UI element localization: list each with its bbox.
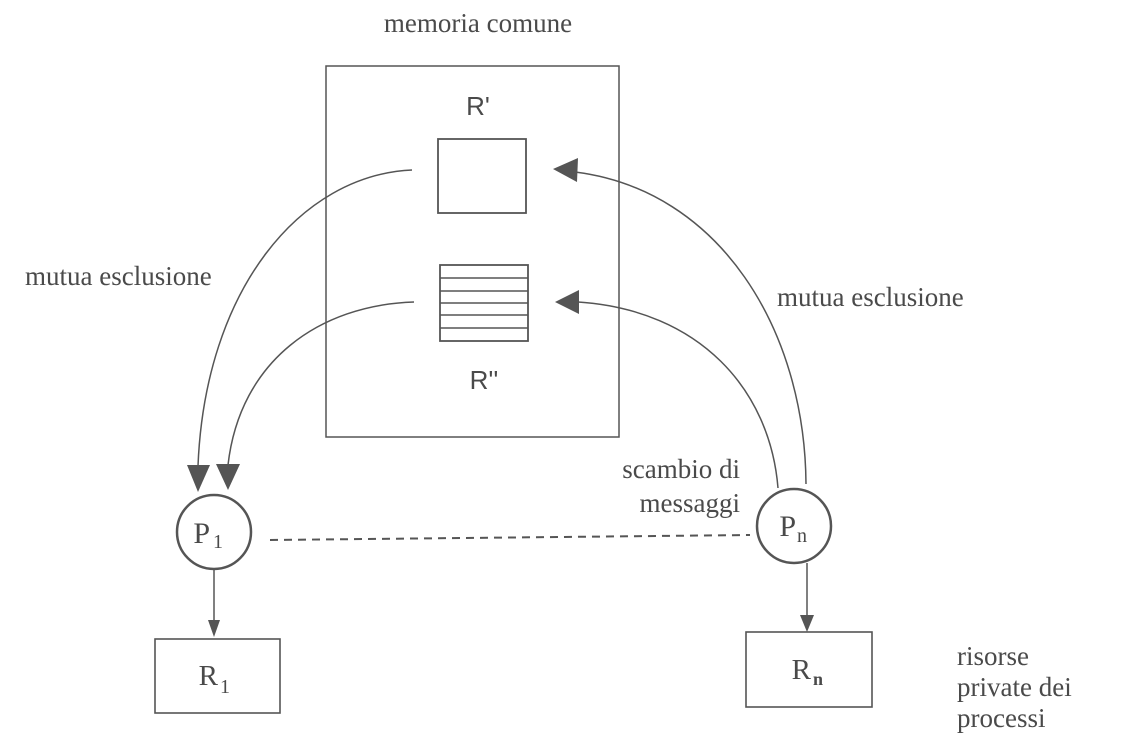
r-double-prime-queue bbox=[439, 264, 529, 342]
arrowhead-icon bbox=[216, 464, 240, 490]
process-p1-main: P bbox=[193, 517, 210, 550]
process-p1: P 1 bbox=[175, 493, 253, 571]
message-label-line2: messaggi bbox=[640, 488, 741, 518]
private-label-line3: processi bbox=[957, 703, 1045, 733]
resource-rn-main: R bbox=[792, 654, 812, 686]
edge-r-prime-to-p1 bbox=[197, 169, 413, 467]
resource-r1-sub: 1 bbox=[220, 676, 230, 698]
arrowhead-icon bbox=[553, 158, 578, 182]
r-prime-box bbox=[437, 138, 527, 214]
resource-box bbox=[154, 638, 281, 714]
edge-pn-to-r-prime bbox=[574, 171, 807, 485]
private-resource-r1: R 1 bbox=[154, 638, 281, 714]
shared-memory-box bbox=[325, 65, 620, 438]
edge-pn-to-r-double-prime bbox=[577, 301, 779, 489]
process-circle bbox=[755, 487, 833, 565]
resource-box bbox=[745, 631, 873, 708]
arrowhead-icon bbox=[555, 290, 579, 314]
process-circle bbox=[175, 493, 253, 571]
process-pn: P n bbox=[755, 487, 833, 565]
private-resource-rn: R n bbox=[745, 631, 873, 708]
mutex-label-right: mutua esclusione bbox=[777, 282, 964, 312]
arrowhead-icon bbox=[187, 465, 210, 492]
private-label-line2: private dei bbox=[957, 672, 1072, 702]
r-double-prime-label: R'' bbox=[470, 365, 499, 395]
shared-memory-label: memoria comune bbox=[384, 8, 572, 38]
process-p1-sub: 1 bbox=[213, 531, 223, 553]
process-pn-main: P bbox=[779, 510, 796, 543]
arrowhead-icon bbox=[800, 615, 814, 632]
arrowhead-icon bbox=[208, 620, 220, 637]
resource-rn-sub: n bbox=[813, 669, 823, 689]
mutex-label-left: mutua esclusione bbox=[25, 261, 212, 291]
resource-r1-main: R bbox=[199, 660, 219, 692]
edge-r-double-prime-to-p1 bbox=[227, 301, 415, 466]
message-label-line1: scambio di bbox=[622, 454, 740, 484]
private-label-line1: risorse bbox=[957, 641, 1029, 671]
process-pn-sub: n bbox=[797, 525, 807, 547]
r-prime-label: R' bbox=[466, 91, 490, 121]
message-exchange-link bbox=[269, 534, 751, 541]
